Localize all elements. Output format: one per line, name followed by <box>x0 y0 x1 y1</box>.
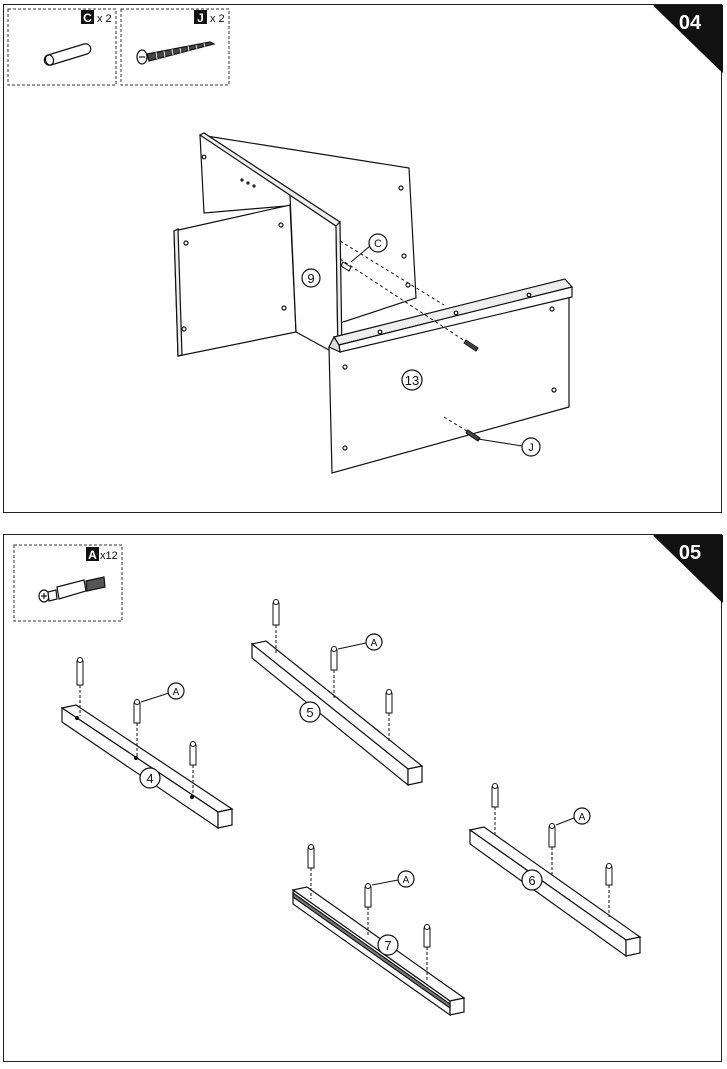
svg-text:A: A <box>371 638 378 649</box>
step-04-panel: 04 C x 2 J x 2 <box>3 4 723 513</box>
step-04-diagram: 04 C x 2 J x 2 <box>7 5 723 474</box>
part-box-j <box>120 8 230 86</box>
screw-part-j-lower <box>465 429 481 442</box>
callout-bolt-a-4: A <box>371 870 415 888</box>
svg-text:A: A <box>403 875 410 886</box>
screw-part-j-upper <box>463 339 479 352</box>
step-04-number: 04 <box>679 12 702 34</box>
callout-bolt-a-1: A <box>140 682 185 703</box>
part-box-c <box>7 8 117 86</box>
cam-bolt-icon <box>38 576 106 603</box>
svg-text:A: A <box>173 687 180 698</box>
rail-5 <box>250 640 424 787</box>
callout-rail-6: 6 <box>521 869 543 891</box>
svg-text:J: J <box>528 442 534 454</box>
rail-7 <box>291 886 466 1017</box>
callout-c: C <box>350 233 388 263</box>
bolts-rail-6 <box>491 783 613 917</box>
rail-6 <box>468 826 642 958</box>
callout-j: J <box>477 437 541 457</box>
dowel-part-c <box>340 261 352 272</box>
screw-icon <box>136 41 216 65</box>
callout-13: 13 <box>401 369 423 391</box>
dowel-icon <box>43 43 92 66</box>
bolts-rail-7 <box>307 844 431 981</box>
svg-text:A: A <box>579 812 586 823</box>
svg-text:9: 9 <box>307 271 314 286</box>
svg-text:4: 4 <box>146 771 153 786</box>
bolts-rail-5 <box>272 599 393 743</box>
part-c-quantity: x 2 <box>97 13 112 25</box>
front-panel-13 <box>328 278 574 474</box>
part-box-a <box>13 544 123 622</box>
svg-text:13: 13 <box>405 373 419 388</box>
bolts-rail-4 <box>76 657 197 795</box>
callout-rail-5: 5 <box>299 701 321 723</box>
step-05-number: 05 <box>679 542 701 564</box>
side-panel-left <box>173 204 297 357</box>
step-05-panel: 05 A x12 <box>3 534 723 1062</box>
svg-text:5: 5 <box>306 705 313 720</box>
svg-text:6: 6 <box>528 873 535 888</box>
part-j-letter: J <box>197 11 204 25</box>
callout-rail-4: 4 <box>139 767 161 789</box>
step-05-diagram: 05 A x12 <box>13 535 723 1017</box>
part-j-quantity: x 2 <box>210 13 225 25</box>
part-a-letter: A <box>88 548 97 562</box>
part-a-quantity: x12 <box>100 550 118 562</box>
rail-4 <box>60 704 234 830</box>
callout-9: 9 <box>301 268 321 288</box>
step-04-corner: 04 <box>653 5 723 73</box>
step-05-corner: 05 <box>653 535 723 603</box>
svg-text:C: C <box>374 238 382 250</box>
assembly-guides <box>339 240 471 434</box>
callout-bolt-a-3: A <box>555 807 591 826</box>
svg-text:7: 7 <box>384 938 391 953</box>
callout-rail-7: 7 <box>377 934 399 956</box>
callout-bolt-a-2: A <box>337 633 383 651</box>
part-c-letter: C <box>83 11 92 25</box>
